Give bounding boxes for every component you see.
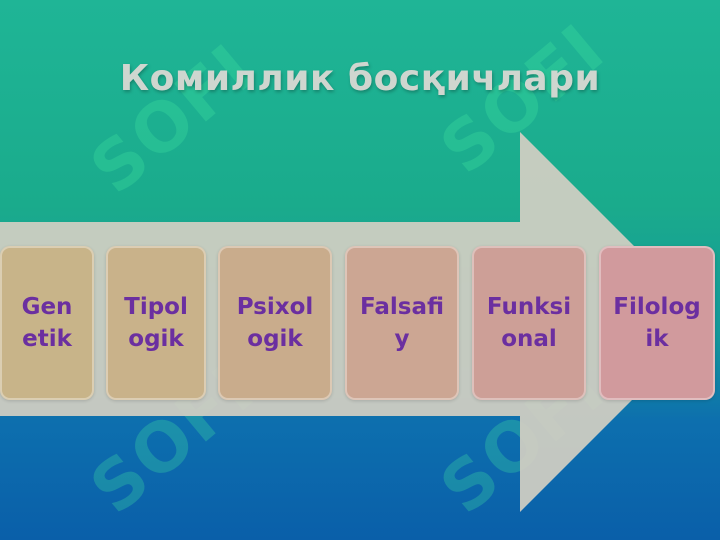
stage-box: Psixologik [218,246,332,400]
stage-box: Filologik [599,246,715,400]
stage-box: Funksional [472,246,586,400]
stage-label: Tipologik [124,294,188,352]
stage-box: Falsafiy [345,246,459,400]
stage-label: Funksional [486,294,572,352]
slide-title: Комиллик босқичлари [119,58,601,99]
stage-label: Genetik [21,294,73,352]
stage-label: Filologik [613,294,701,352]
stage-box: Tipologik [106,246,206,400]
stage-label: Falsafiy [359,294,445,352]
stage-box: Genetik [0,246,94,400]
stage-label: Psixologik [236,294,314,352]
